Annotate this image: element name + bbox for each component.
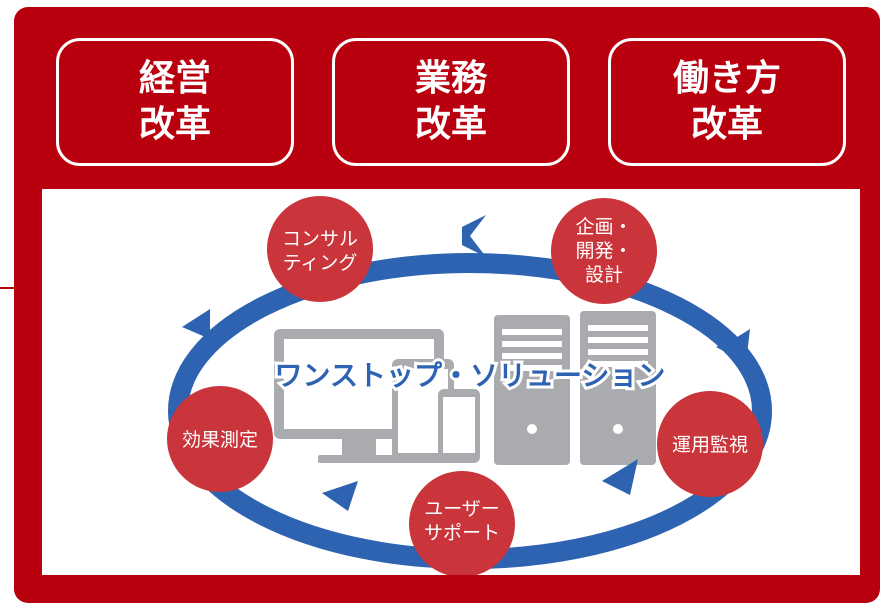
node-label: 企画・ [575, 216, 632, 238]
process-node-consulting: コンサル ティング [267, 196, 373, 302]
node-label: ユーザー [424, 498, 500, 520]
node-label: 運用監視 [672, 434, 748, 456]
center-label: ワンストップ・ソリューション [275, 359, 666, 392]
process-node-evaluation: 効果測定 [167, 386, 273, 492]
business-reform-box: 業務 改革 [332, 38, 570, 166]
process-node-support: ユーザー サポート [409, 471, 515, 575]
node-label: 設計 [585, 264, 623, 286]
devices-illustration [274, 311, 656, 465]
arrow-down-left-icon [602, 459, 638, 495]
workstyle-reform-box: 働き方 改革 [608, 38, 846, 166]
reform-box-line2: 改革 [138, 104, 211, 145]
process-node-operations: 運用監視 [657, 391, 763, 497]
node-label: 開発・ [575, 240, 632, 262]
node-label: ティング [283, 252, 358, 274]
arrow-down-right-icon [716, 329, 750, 363]
node-label: 効果測定 [182, 429, 258, 451]
process-node-planning: 企画・ 開発・ 設計 [551, 198, 657, 304]
reform-box-line1: 業務 [414, 58, 487, 99]
arrow-up-right-icon [182, 309, 210, 339]
arrow-right-icon [462, 215, 486, 257]
node-label: コンサル [282, 228, 358, 250]
reform-box-line1: 経営 [138, 58, 211, 99]
left-connector-line [0, 287, 18, 289]
cycle-arrows [182, 215, 750, 511]
solution-cycle-diagram: ワンストップ・ソリューション コンサル ティング 企画・ 開発・ 設計 運用監視… [167, 196, 772, 575]
server-icon [494, 315, 570, 465]
reform-box-line2: 改革 [414, 104, 487, 145]
solutions-panel: 経営 改革 業務 改革 働き方 改革 [14, 7, 880, 603]
reform-box-line2: 改革 [690, 104, 763, 145]
node-label: サポート [424, 522, 500, 544]
management-reform-box: 経営 改革 [56, 38, 294, 166]
reform-box-line1: 働き方 [672, 58, 781, 99]
arrow-left-icon [322, 481, 358, 511]
cycle-diagram-area: ワンストップ・ソリューション コンサル ティング 企画・ 開発・ 設計 運用監視… [42, 189, 860, 575]
